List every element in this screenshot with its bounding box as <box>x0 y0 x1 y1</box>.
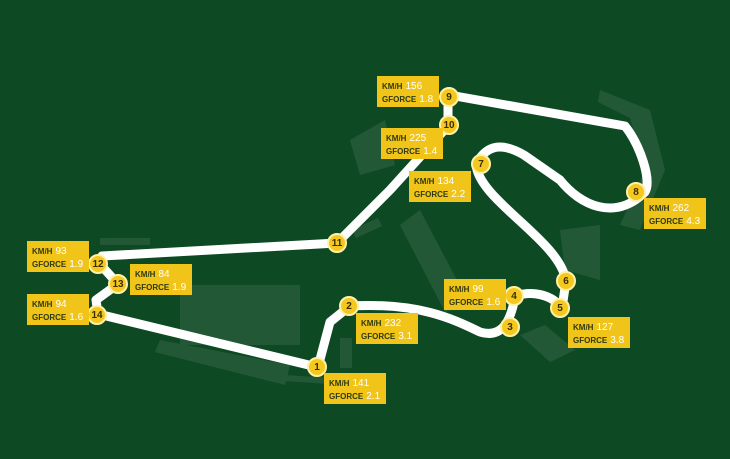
gforce-unit: GFORCE <box>382 95 417 104</box>
speed-value: 141 <box>352 378 370 389</box>
runoff-area <box>155 340 290 385</box>
gforce-unit: GFORCE <box>135 283 170 292</box>
corner-marker-3: 3 <box>500 317 520 337</box>
speed-value: 156 <box>405 81 423 92</box>
speed-value: 262 <box>672 203 690 214</box>
corner-marker-2: 2 <box>339 296 359 316</box>
speed-unit: KM/H <box>386 134 407 143</box>
corner-marker-1: 1 <box>307 357 327 377</box>
speed-value: 84 <box>158 269 170 280</box>
gforce-unit: GFORCE <box>414 190 449 199</box>
corner-marker-6: 6 <box>556 271 576 291</box>
gforce-value: 1.6 <box>69 312 84 323</box>
gforce-unit: GFORCE <box>32 260 67 269</box>
gforce-unit: GFORCE <box>329 392 364 401</box>
gforce-value: 2.2 <box>451 189 466 200</box>
speed-unit: KM/H <box>32 247 53 256</box>
corner-marker-5: 5 <box>550 298 570 318</box>
runoff-area <box>520 325 575 362</box>
gforce-value: 2.1 <box>366 391 381 402</box>
corner-marker-14: 14 <box>87 305 107 325</box>
gforce-value: 1.9 <box>69 259 84 270</box>
gforce-unit: GFORCE <box>649 217 684 226</box>
speed-value: 93 <box>55 246 67 257</box>
gforce-value: 1.4 <box>423 146 438 157</box>
speed-value: 94 <box>55 299 67 310</box>
corner-marker-9: 9 <box>439 87 459 107</box>
speed-unit: KM/H <box>573 323 594 332</box>
gforce-unit: GFORCE <box>449 298 484 307</box>
corner-marker-11: 11 <box>327 233 347 253</box>
gforce-unit: GFORCE <box>32 313 67 322</box>
runoff-area <box>100 238 150 245</box>
gforce-value: 3.8 <box>610 335 625 346</box>
corner-marker-4: 4 <box>504 286 524 306</box>
speed-value: 134 <box>437 176 455 187</box>
speed-unit: KM/H <box>382 82 403 91</box>
gforce-value: 3.1 <box>398 331 413 342</box>
speed-unit: KM/H <box>329 379 350 388</box>
corner-marker-13: 13 <box>108 274 128 294</box>
gforce-value: 1.6 <box>486 297 501 308</box>
speed-unit: KM/H <box>361 319 382 328</box>
runoff-area <box>180 285 300 345</box>
speed-value: 225 <box>409 133 427 144</box>
speed-value: 232 <box>384 318 402 329</box>
speed-value: 99 <box>472 284 484 295</box>
corner-marker-10: 10 <box>439 115 459 135</box>
speed-unit: KM/H <box>414 177 435 186</box>
runoff-area <box>352 218 382 238</box>
corner-marker-12: 12 <box>88 254 108 274</box>
runoff-area <box>285 375 330 384</box>
speed-unit: KM/H <box>135 270 156 279</box>
gforce-value: 1.9 <box>172 282 187 293</box>
runoff-area <box>340 338 352 368</box>
speed-unit: KM/H <box>32 300 53 309</box>
gforce-value: 4.3 <box>686 216 701 227</box>
speed-unit: KM/H <box>649 204 670 213</box>
gforce-unit: GFORCE <box>386 147 421 156</box>
speed-unit: KM/H <box>449 285 470 294</box>
track-path <box>91 91 652 372</box>
speed-value: 127 <box>596 322 614 333</box>
gforce-value: 1.8 <box>419 94 434 105</box>
runoff-area <box>560 225 600 280</box>
gforce-unit: GFORCE <box>573 336 608 345</box>
corner-marker-7: 7 <box>471 154 491 174</box>
gforce-unit: GFORCE <box>361 332 396 341</box>
corner-marker-8: 8 <box>626 182 646 202</box>
